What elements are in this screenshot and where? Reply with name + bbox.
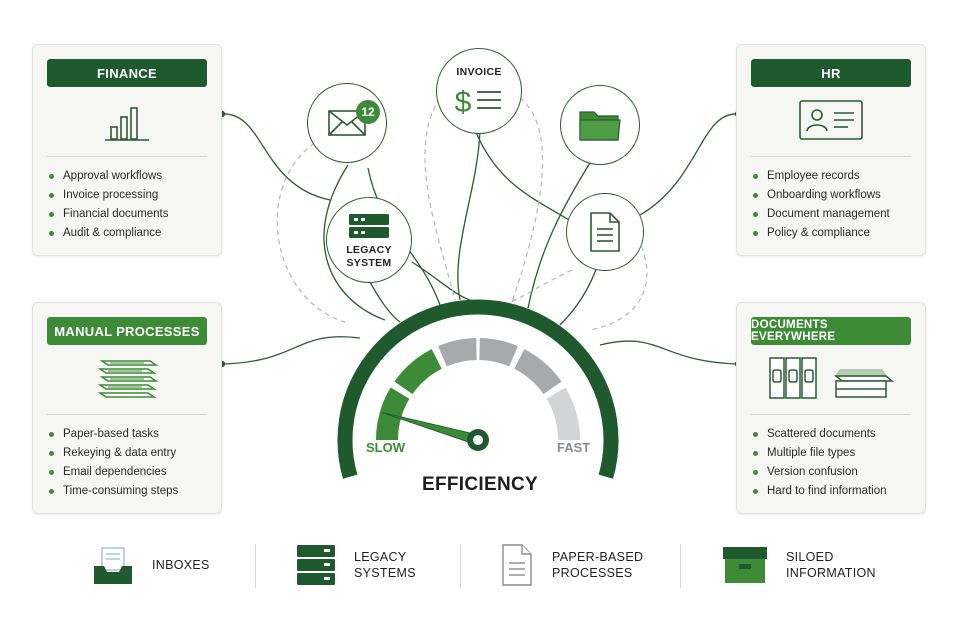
gauge-segment: [546, 387, 580, 440]
folder-node: [560, 85, 640, 165]
bottom-item-paper-based-processes: PAPER-BASED PROCESSES: [500, 538, 643, 592]
badge-count: 12: [361, 105, 375, 119]
notification-badge: 12: [356, 100, 380, 124]
bottom-item-inboxes: INBOXES: [92, 538, 210, 592]
svg-text:$: $: [455, 86, 472, 118]
gauge-slow-label: SLOW: [366, 440, 405, 455]
email-node: [307, 83, 387, 163]
finance-title: FINANCE: [47, 59, 207, 87]
bottom-label-line: INBOXES: [152, 558, 210, 572]
manual-processes-list: Paper-based tasks Rekeying & data entry …: [47, 425, 178, 501]
binders-icon: [737, 353, 925, 403]
list-item: Audit & compliance: [47, 224, 168, 243]
document-node: [566, 193, 644, 271]
divider: [680, 544, 681, 588]
documents-everywhere-panel: DOCUMENTS EVERYWHERE Scattered documents…: [736, 302, 926, 514]
bottom-label-line: SYSTEMS: [354, 566, 416, 580]
gauge-segment: [514, 349, 562, 395]
invoice-node: [436, 48, 522, 134]
list-item: Onboarding workflows: [751, 186, 890, 205]
list-item: Scattered documents: [751, 425, 887, 444]
gauge-efficiency-label: EFFICIENCY: [422, 474, 538, 495]
list-item: Invoice processing: [47, 186, 168, 205]
finance-panel: FINANCE Approval workflows Invoice proce…: [32, 44, 222, 256]
divider: [751, 156, 911, 157]
documents-everywhere-list: Scattered documents Multiple file types …: [751, 425, 887, 501]
invoice-label: INVOICE: [456, 66, 502, 78]
bottom-item-siloed-information: SILOED INFORMATION: [722, 538, 876, 592]
gauge-segment: [376, 387, 410, 440]
bottom-label: LEGACY SYSTEMS: [354, 549, 416, 581]
bottom-label: INBOXES: [152, 557, 210, 573]
list-item: Financial documents: [47, 205, 168, 224]
bottom-label-line: LEGACY: [354, 550, 407, 564]
list-item: Policy & compliance: [751, 224, 890, 243]
bottom-label-line: INFORMATION: [786, 566, 876, 580]
divider: [255, 544, 256, 588]
inbox-icon: [94, 547, 132, 584]
list-item: Paper-based tasks: [47, 425, 178, 444]
divider: [460, 544, 461, 588]
manual-processes-title: MANUAL PROCESSES: [47, 317, 207, 345]
hr-title: HR: [751, 59, 911, 87]
document-icon: [502, 544, 532, 586]
list-item: Email dependencies: [47, 463, 178, 482]
document-icon: [590, 212, 620, 252]
list-item: Version confusion: [751, 463, 887, 482]
bottom-label-line: PAPER-BASED: [552, 550, 644, 564]
list-item: Time-consuming steps: [47, 482, 178, 501]
gauge-segment: [394, 349, 442, 395]
archive-box-icon: [723, 547, 767, 583]
id-card-icon: [737, 95, 925, 145]
bottom-item-legacy-systems: LEGACY SYSTEMS: [296, 538, 416, 592]
list-item: Document management: [751, 205, 890, 224]
bottom-label-line: SILOED: [786, 550, 834, 564]
dollar-invoice-icon: $: [455, 86, 501, 118]
hr-list: Employee records Onboarding workflows Do…: [751, 167, 890, 243]
gauge-hub-center: [473, 435, 483, 445]
divider: [47, 414, 207, 415]
gauge-segment: [438, 338, 477, 367]
list-item: Hard to find information: [751, 482, 887, 501]
bar-chart-icon: [33, 95, 221, 145]
paper-stack-icon: [33, 353, 221, 403]
documents-everywhere-title: DOCUMENTS EVERYWHERE: [751, 317, 911, 345]
server-icon: [349, 214, 389, 238]
gauge-rim: [337, 299, 619, 479]
manual-processes-panel: MANUAL PROCESSES Paper-based tasks Rekey…: [32, 302, 222, 514]
legacy-system-node: [326, 197, 412, 283]
bottom-label: PAPER-BASED PROCESSES: [552, 549, 643, 581]
bottom-label: SILOED INFORMATION: [786, 549, 876, 581]
server-icon: [297, 545, 335, 585]
gauge-fast-label: FAST: [557, 440, 591, 455]
list-item: Approval workflows: [47, 167, 168, 186]
bottom-label-line: PROCESSES: [552, 566, 633, 580]
divider: [751, 414, 911, 415]
legacy-system-label: LEGACY SYSTEM: [346, 244, 392, 269]
hr-panel: HR Employee records Onboarding workflows…: [736, 44, 926, 256]
folder-icon: [579, 111, 621, 141]
divider: [47, 156, 207, 157]
list-item: Multiple file types: [751, 444, 887, 463]
gauge-segment: [479, 338, 518, 367]
list-item: Employee records: [751, 167, 890, 186]
list-item: Rekeying & data entry: [47, 444, 178, 463]
finance-list: Approval workflows Invoice processing Fi…: [47, 167, 168, 243]
